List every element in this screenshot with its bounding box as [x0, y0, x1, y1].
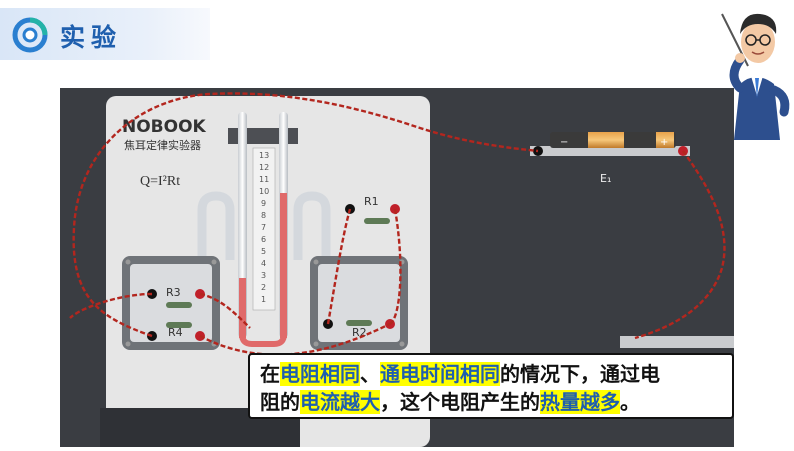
svg-text:8: 8	[261, 211, 266, 220]
caption-highlight-same-resistance: 电阻相同	[280, 362, 360, 386]
caption-text-6: 。	[620, 390, 640, 414]
formula-label: Q=I²Rt	[140, 174, 180, 189]
resistor-r4[interactable]	[166, 322, 192, 328]
caption-box: 在电阻相同、通电时间相同的情况下，通过电阻的电流越大，这个电阻产生的热量越多。	[248, 353, 734, 419]
resistor-r3[interactable]	[166, 302, 192, 308]
battery-holder	[530, 146, 690, 156]
svg-text:12: 12	[259, 163, 269, 172]
r2-label: R2	[352, 326, 367, 339]
brand-label: NOBOOK	[122, 117, 207, 137]
caption-text-1: 在	[260, 362, 280, 386]
r1-label: R1	[364, 195, 379, 208]
r4-label: R4	[168, 326, 183, 339]
teacher-icon	[721, 13, 790, 140]
apparatus-name: 焦耳定律实验器	[124, 138, 201, 152]
battery-plus-label: +	[660, 137, 668, 148]
svg-text:1: 1	[261, 295, 266, 304]
svg-text:13: 13	[259, 151, 269, 160]
svg-text:6: 6	[261, 235, 266, 244]
caption-text-3: 的情况下，通过电	[500, 362, 660, 386]
r3-label: R3	[166, 286, 181, 299]
right-air-tube	[293, 191, 331, 260]
resistor-r1[interactable]	[364, 218, 390, 224]
page-title: 实验	[60, 23, 123, 52]
svg-text:11: 11	[259, 175, 269, 184]
left-air-tube	[197, 191, 235, 260]
svg-text:7: 7	[261, 223, 266, 232]
switch-base	[620, 336, 734, 348]
left-liquid-column	[239, 278, 246, 338]
svg-text:10: 10	[259, 187, 269, 196]
caption-text-5: ，这个电阻产生的	[380, 390, 540, 414]
caption-highlight-heat: 热量越多	[540, 390, 620, 414]
circuit-wires	[69, 92, 726, 356]
svg-text:4: 4	[261, 259, 266, 268]
logo-icon	[12, 17, 48, 53]
svg-text:9: 9	[261, 199, 266, 208]
svg-text:3: 3	[261, 271, 266, 280]
svg-text:5: 5	[261, 247, 266, 256]
svg-text:2: 2	[261, 283, 266, 292]
manometer-scale	[252, 147, 276, 311]
caption-highlight-current: 电流越大	[300, 390, 380, 414]
caption-text-2: 、	[360, 362, 380, 386]
resistor-r2[interactable]	[346, 320, 372, 326]
caption-highlight-same-time: 通电时间相同	[380, 362, 500, 386]
battery-label: E₁	[600, 172, 611, 185]
caption-text-4: 阻的	[260, 390, 300, 414]
battery-minus-label: −	[560, 137, 568, 148]
right-liquid-column	[280, 193, 287, 338]
scale-ticks: 13 12 11 10 9 8 7 6 5 4 3 2 1	[259, 151, 269, 304]
